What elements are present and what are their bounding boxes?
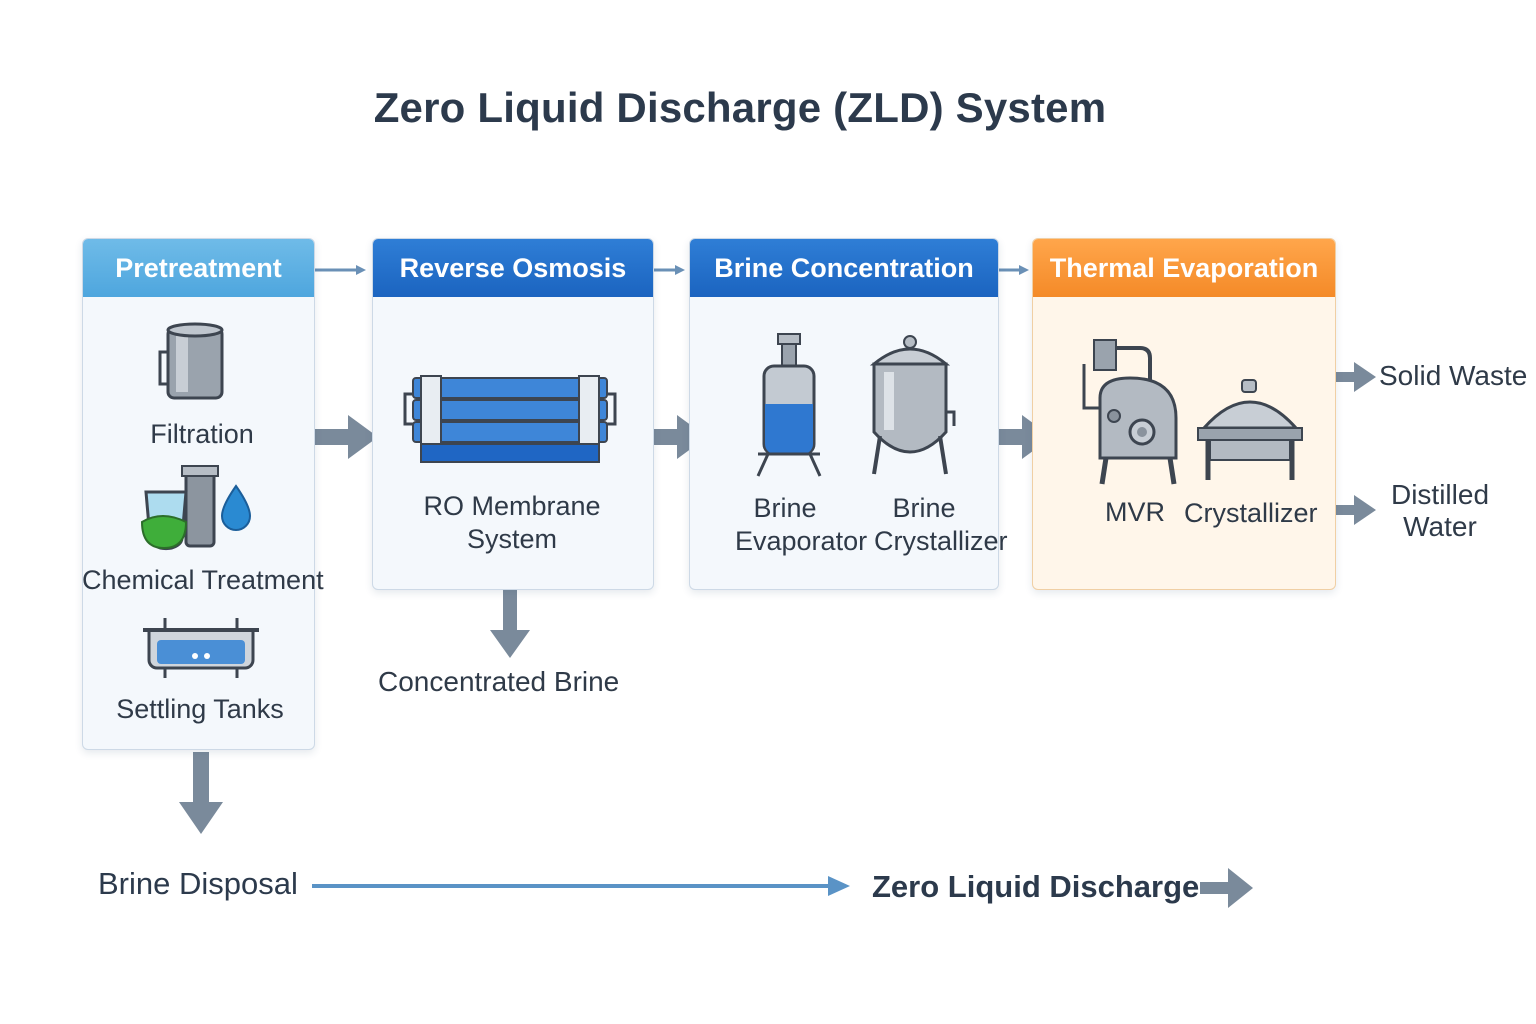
brine-crystallizer-label: Brine Crystallizer <box>854 492 1008 558</box>
brine-disposal-label: Brine Disposal <box>98 866 298 901</box>
page-title: Zero Liquid Discharge (ZLD) System <box>373 84 1107 131</box>
mvr-icon <box>1082 339 1178 485</box>
mvr-label: MVR <box>1105 497 1165 527</box>
crystallizer-icon <box>1197 379 1303 480</box>
settling-tanks-label: Settling Tanks <box>116 694 284 724</box>
stage-header: Brine Concentration <box>690 239 998 297</box>
chemical-treatment-label: Chemical Treatment <box>82 565 324 595</box>
stage-header: Pretreatment <box>83 239 314 297</box>
ro-membrane-icon <box>403 375 617 463</box>
brine-evaporator-label: Brine Evaporator <box>718 492 868 558</box>
brine-evaporator-icon <box>756 333 822 477</box>
stage-header: Thermal Evaporation <box>1033 239 1335 297</box>
concentrated-brine-label: Concentrated Brine <box>378 666 620 697</box>
stage-header: Reverse Osmosis <box>373 239 653 297</box>
stage-thermal-evaporation: Thermal Evaporation <box>1032 238 1336 590</box>
crystallizer-label: Crystallizer <box>1184 498 1318 528</box>
chemical-dosing-icon <box>140 465 252 551</box>
brine-crystallizer-text: Brine Crystallizer <box>874 493 1008 556</box>
ro-membrane-label: RO Membrane System <box>372 490 652 556</box>
brine-evaporator-text: Brine Evaporator <box>735 493 868 556</box>
distilled-water-label: Distilled Water <box>1372 479 1508 543</box>
settling-tank-icon <box>143 618 259 678</box>
zero-liquid-discharge-label: Zero Liquid Discharge <box>872 869 1200 904</box>
filtration-label: Filtration <box>150 419 254 449</box>
brine-crystallizer-icon <box>869 335 956 475</box>
distilled-water-text: Distilled Water <box>1390 479 1490 542</box>
filter-cartridge-icon <box>158 322 224 400</box>
ro-membrane-text: RO Membrane System <box>423 491 601 554</box>
discharge-flow-line <box>312 876 850 896</box>
solid-waste-label: Solid Waste <box>1379 360 1528 391</box>
